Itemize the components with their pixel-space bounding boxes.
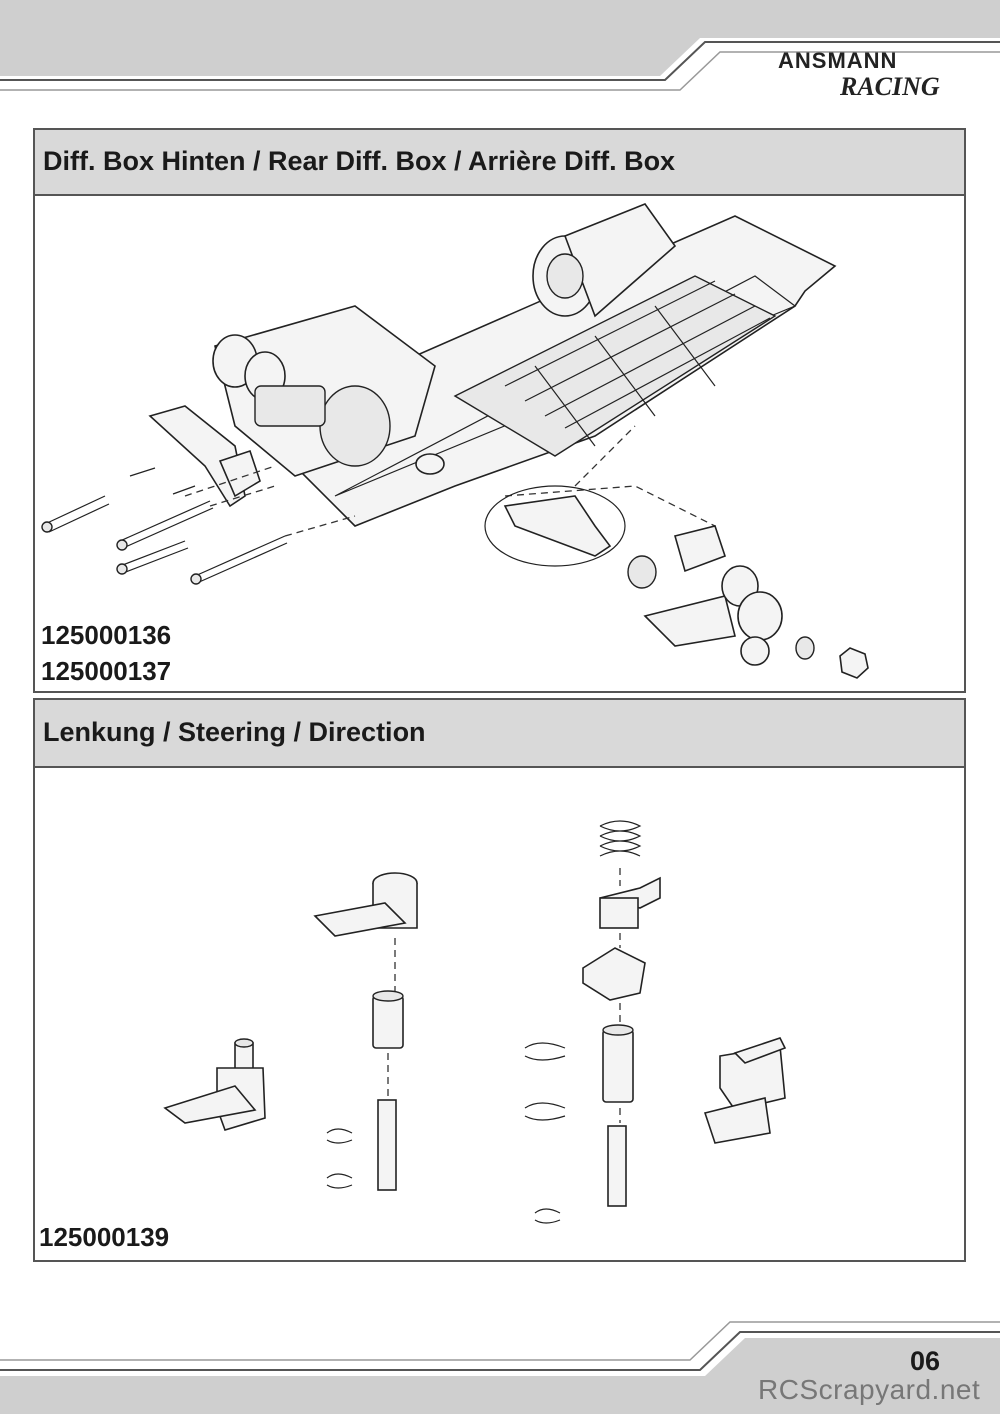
part-number-125000137: 125000137 [41,656,172,686]
logo-brand: ANSMANN [778,48,898,73]
steering-panel: Lenkung / Steering / Direction [33,698,966,1262]
part-number-125000136: 125000136 [41,620,172,650]
rear-diff-box-header: Diff. Box Hinten / Rear Diff. Box / Arri… [35,130,964,196]
ansmann-racing-logo: ANSMANN RACING [770,48,965,110]
page-number: 06 [910,1346,941,1376]
rear-diff-box-title: Diff. Box Hinten / Rear Diff. Box / Arri… [43,146,676,176]
part-number-125000139: 125000139 [39,1222,170,1252]
rear-diff-box-illustration [41,203,869,679]
steering-header: Lenkung / Steering / Direction [35,700,964,768]
rear-diff-box-panel: Diff. Box Hinten / Rear Diff. Box / Arri… [33,128,966,693]
steering-title: Lenkung / Steering / Direction [43,717,426,747]
footer-banner [0,1321,1000,1414]
header-banner [0,0,1000,91]
steering-illustration [163,820,787,1224]
logo-sub: RACING [840,72,940,101]
watermark: RCScrapyard.net [758,1374,981,1405]
